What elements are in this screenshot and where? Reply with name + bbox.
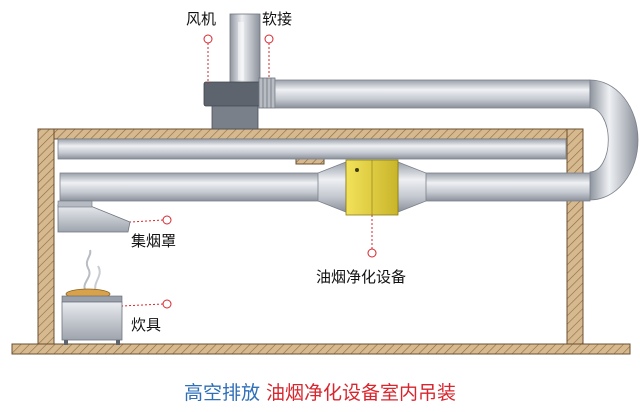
stove-top (61, 295, 123, 303)
stove-leg-right (116, 340, 120, 345)
diagram-caption: 高空排放 油烟净化设备室内吊装 (0, 384, 640, 403)
hood-shape (57, 204, 131, 233)
callout-purifier-marker (367, 248, 377, 258)
left-wall (37, 128, 55, 348)
callout-stove-line (121, 303, 164, 307)
callout-hood-marker (162, 215, 172, 225)
fan-base (211, 105, 259, 130)
label-fan: 风机 (186, 10, 217, 28)
right-wall (566, 128, 584, 348)
roof-slab (37, 128, 584, 140)
outlet-transition (397, 161, 427, 213)
callout-fan-marker (203, 34, 213, 44)
stove-leg-left (64, 340, 68, 345)
inlet-transition (317, 161, 347, 213)
fan-unit (203, 81, 263, 107)
label-stove: 炊具 (131, 316, 162, 334)
steam-2 (94, 265, 101, 293)
floor (11, 343, 631, 355)
hood-top (57, 200, 93, 208)
stove-body (61, 301, 123, 341)
lower-duct-right (423, 172, 591, 202)
caption-part-2: 油烟净化设备室内吊装 (266, 382, 457, 404)
soft-joint-ribs (262, 78, 272, 108)
label-purifier: 油烟净化设备 (316, 268, 407, 286)
lower-duct-left (59, 172, 321, 202)
callout-stove-marker (162, 299, 172, 309)
callout-hood-line (129, 219, 164, 223)
upper-duct (274, 79, 591, 109)
caption-part-1: 高空排放 (183, 382, 260, 404)
ceiling-duct (57, 138, 567, 160)
purifier-indicator (355, 168, 359, 172)
steam (83, 249, 92, 293)
fan-highlight (238, 22, 244, 80)
u-bend (589, 79, 639, 201)
label-soft-joint: 软接 (262, 10, 293, 28)
callout-softjoint-marker (264, 34, 274, 44)
label-hood: 集烟罩 (131, 232, 177, 250)
stove-illustration (61, 249, 123, 345)
